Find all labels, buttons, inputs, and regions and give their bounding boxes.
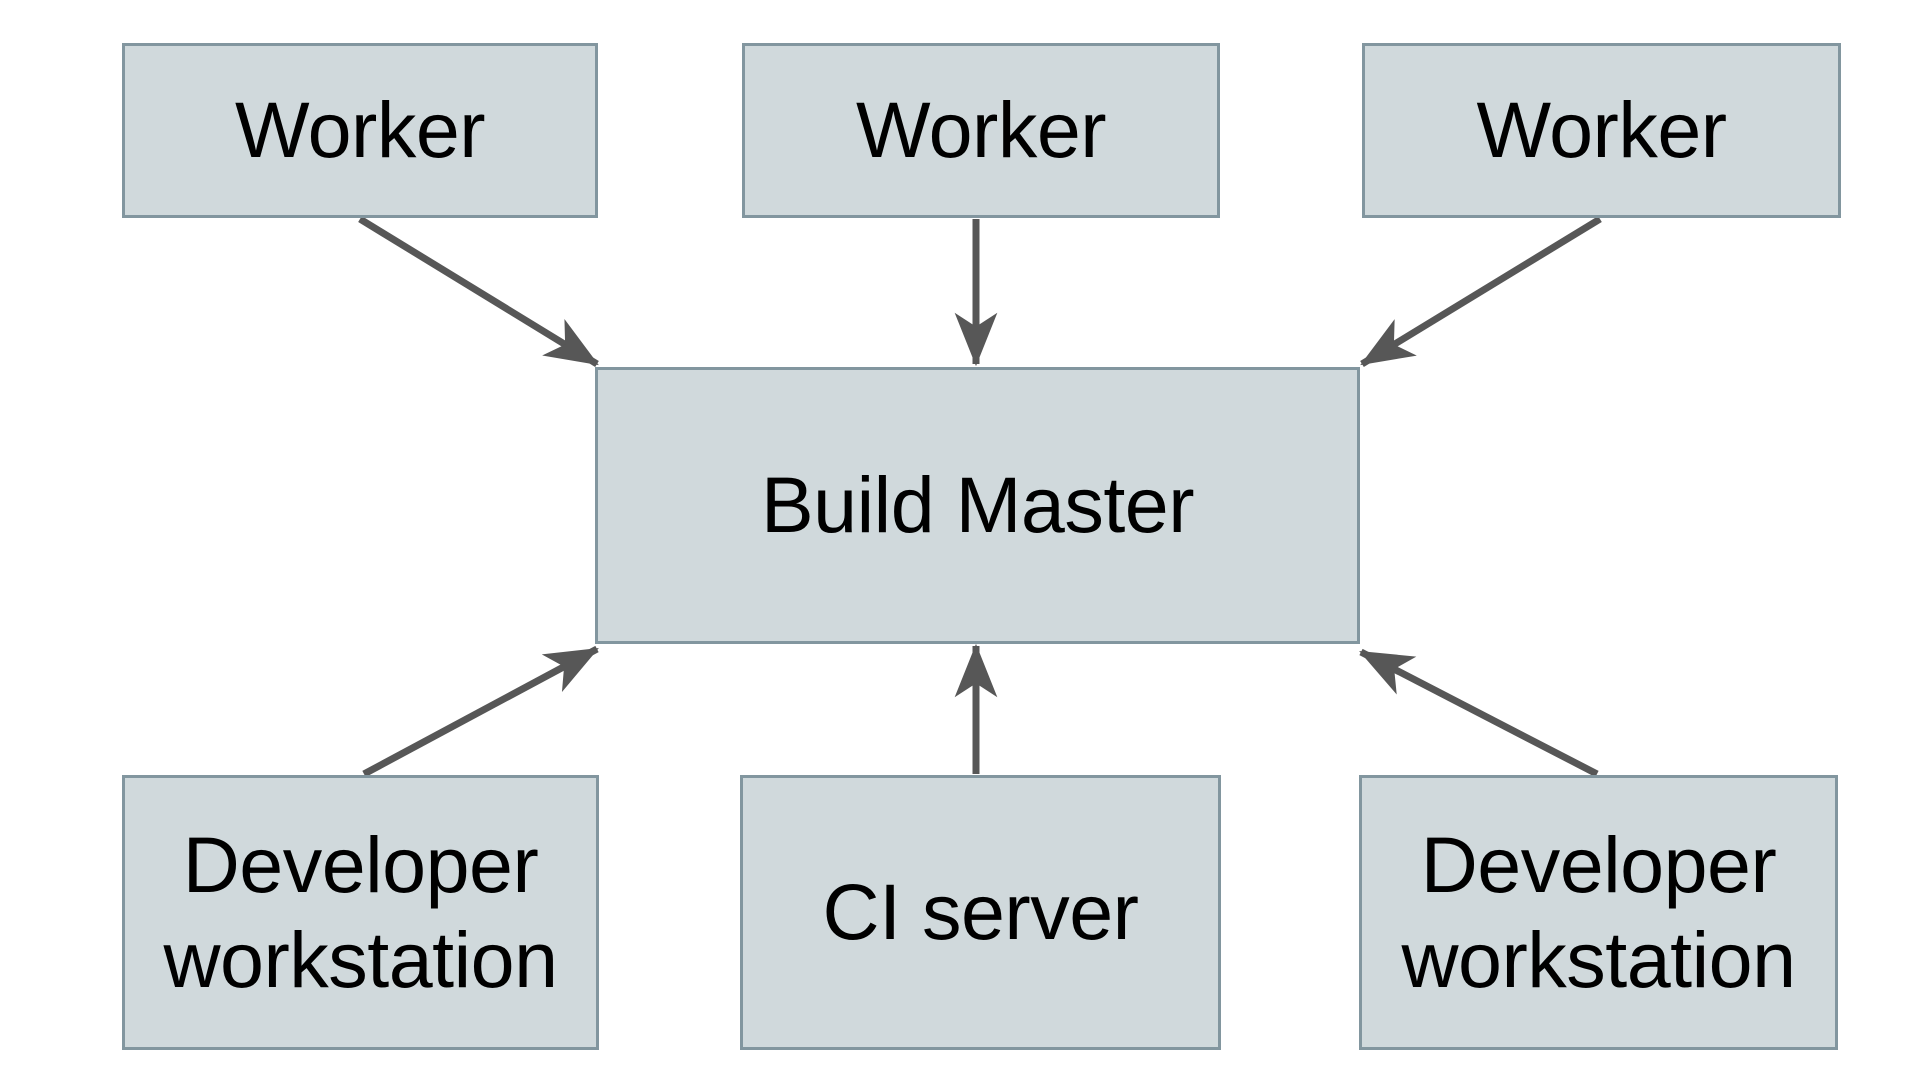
node-ci-server-label: CI server — [822, 867, 1139, 957]
arrow-dev-left-to-build-master — [362, 645, 599, 778]
node-worker-1-label: Worker — [234, 85, 486, 175]
node-build-master: Build Master — [595, 367, 1360, 644]
arrow-worker-3-to-build-master — [1360, 216, 1602, 367]
node-build-master-label: Build Master — [760, 460, 1195, 550]
node-worker-3-label: Worker — [1476, 85, 1727, 175]
node-worker-1: Worker — [122, 43, 598, 218]
arrow-dev-right-to-build-master — [1359, 648, 1599, 778]
node-developer-workstation-right-label: Developer workstation — [1401, 819, 1796, 1004]
node-worker-2-label: Worker — [855, 85, 1107, 175]
node-worker-3: Worker — [1362, 43, 1841, 218]
node-developer-workstation-left-label: Developer workstation — [163, 819, 558, 1004]
node-developer-workstation-left: Developer workstation — [122, 775, 599, 1050]
arrow-worker-1-to-build-master — [358, 216, 599, 367]
node-ci-server: CI server — [740, 775, 1221, 1050]
node-worker-2: Worker — [742, 43, 1220, 218]
node-developer-workstation-right: Developer workstation — [1359, 775, 1838, 1050]
